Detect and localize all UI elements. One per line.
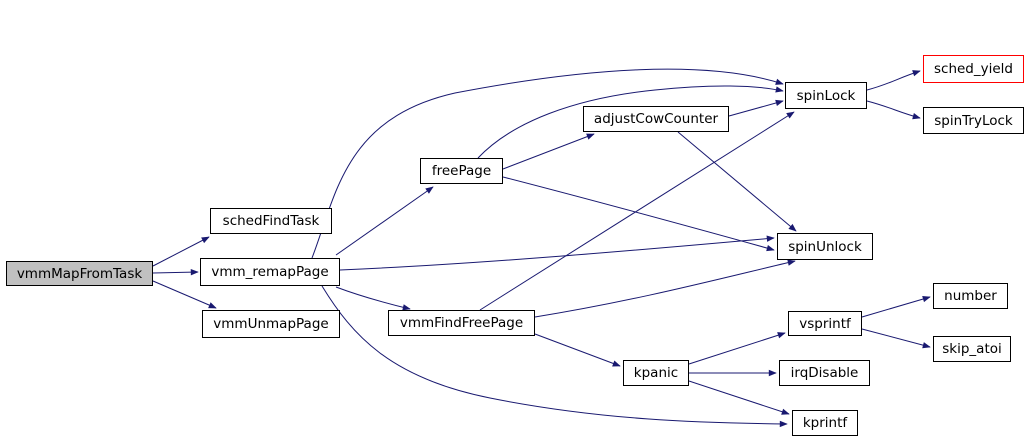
node-label-skip_atoi: skip_atoi [942, 341, 1002, 357]
edge-vmmFindFreePage-kpanic [534, 333, 621, 367]
edge-adjustCowCounter-spinLock [728, 99, 784, 117]
edge-vmmFindFreePage-spinUnlock [534, 259, 796, 318]
node-label-vmm_remapPage: vmm_remapPage [211, 264, 329, 280]
node-label-spinUnlock: spinUnlock [788, 238, 862, 255]
node-spinLock[interactable]: spinLock [785, 82, 867, 109]
edge-freePage-spinUnlock [502, 176, 775, 252]
edge-vmmMapFromTask-vmm_remapPage [152, 268, 199, 276]
node-kpanic[interactable]: kpanic [623, 360, 689, 386]
node-vsprintf[interactable]: vsprintf [788, 311, 862, 336]
node-adjustCowCounter[interactable]: adjustCowCounter [583, 106, 729, 132]
edge-vmm_remapPage-kprintf [321, 285, 788, 428]
node-label-irqDisable: irqDisable [790, 365, 859, 381]
node-vmmUnmapPage[interactable]: vmmUnmapPage [202, 310, 340, 338]
edge-vmm_remapPage-vmmFindFreePage [335, 286, 411, 311]
node-label-spinTryLock: spinTryLock [934, 112, 1013, 129]
node-label-spinLock: spinLock [796, 87, 856, 104]
edge-freePage-spinLock [477, 85, 784, 159]
node-label-kpanic: kpanic [633, 365, 679, 381]
node-label-vmmMapFromTask: vmmMapFromTask [16, 265, 143, 282]
node-kprintf[interactable]: kprintf [792, 410, 858, 436]
node-label-vmmFindFreePage: vmmFindFreePage [399, 315, 524, 331]
edge-vmmFindFreePage-spinLock [479, 111, 795, 311]
node-spinUnlock[interactable]: spinUnlock [777, 233, 873, 260]
node-label-vmmUnmapPage: vmmUnmapPage [213, 316, 329, 332]
edge-kpanic-vsprintf [688, 332, 786, 365]
node-freePage[interactable]: freePage [420, 158, 503, 184]
node-vmmFindFreePage[interactable]: vmmFindFreePage [388, 310, 535, 336]
edge-vmmMapFromTask-vmmUnmapPage [152, 280, 217, 309]
edge-freePage-adjustCowCounter [502, 133, 595, 170]
node-label-schedFindTask: schedFindTask [222, 213, 320, 229]
edge-vsprintf-number [861, 295, 931, 318]
edge-vmm_remapPage-spinLock [311, 68, 784, 259]
edge-vmm_remapPage-freePage [335, 186, 434, 256]
node-label-kprintf: kprintf [802, 415, 848, 431]
node-label-number: number [944, 288, 997, 304]
node-vmm_remapPage[interactable]: vmm_remapPage [200, 258, 340, 286]
node-vmmMapFromTask: vmmMapFromTask [6, 261, 153, 286]
edge-vsprintf-skip_atoi [861, 328, 931, 349]
node-skip_atoi[interactable]: skip_atoi [933, 336, 1011, 362]
node-number[interactable]: number [933, 283, 1008, 309]
node-spinTryLock[interactable]: spinTryLock [923, 107, 1024, 134]
edge-kpanic-kprintf [688, 380, 790, 415]
edge-vmmMapFromTask-schedFindTask [152, 236, 210, 267]
node-label-freePage: freePage [431, 163, 492, 179]
node-label-sched_yield: sched_yield [933, 61, 1013, 77]
edge-spinLock-sched_yield [866, 70, 921, 91]
node-schedFindTask[interactable]: schedFindTask [210, 208, 332, 234]
node-sched_yield[interactable]: sched_yield [923, 55, 1024, 83]
node-label-vsprintf: vsprintf [799, 315, 851, 332]
edge-spinLock-spinTryLock [866, 100, 921, 120]
edge-adjustCowCounter-spinUnlock [677, 131, 797, 232]
edge-vmm_remapPage-spinUnlock [339, 235, 775, 271]
node-irqDisable[interactable]: irqDisable [779, 360, 870, 386]
node-label-adjustCowCounter: adjustCowCounter [593, 111, 719, 127]
